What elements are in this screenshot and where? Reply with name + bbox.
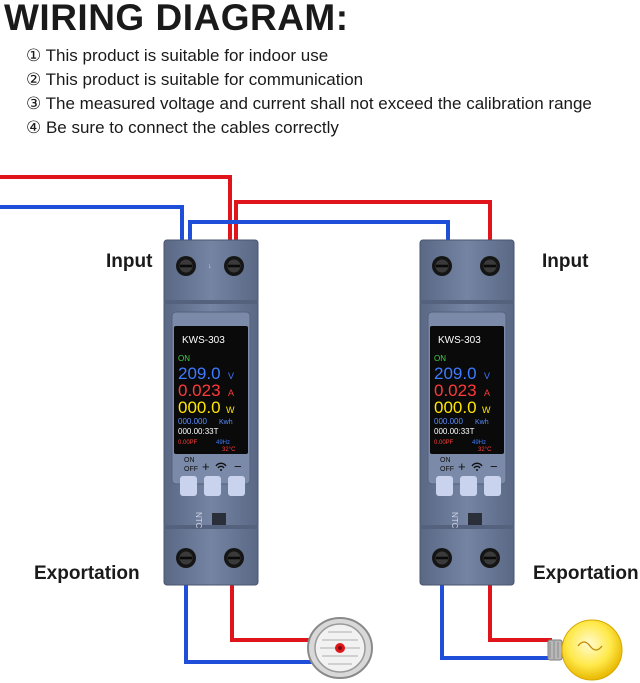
meter-current-unit: A — [484, 388, 490, 398]
btn-minus-label: − — [490, 459, 498, 474]
meter-energy-unit: Kwh — [475, 419, 489, 426]
meter-temp: 32°C — [478, 447, 492, 453]
ntc-label: NTC — [194, 512, 203, 529]
meter-freq: 49Hz — [216, 440, 230, 446]
energy-meter-right: KWS-303 ON 209.0 V 0.023 A 000.0 W 000.0… — [419, 239, 515, 586]
neutral-wire-output-right — [440, 560, 552, 660]
btn-plus-label: + — [458, 459, 466, 474]
meter-energy-unit: Kwh — [219, 419, 233, 426]
meter-model-label: KWS-303 — [438, 335, 481, 346]
svg-text:↓: ↓ — [208, 263, 212, 270]
live-wire-supply — [0, 175, 232, 265]
energy-meter-left: ↓ KWS-303 ON 209.0 V 0.023 A 000.0 W 000… — [163, 239, 259, 586]
note-item: ③ The measured voltage and current shall… — [26, 94, 592, 113]
meter-time: 000.00:33T — [178, 427, 219, 436]
meter-status: ON — [178, 354, 190, 363]
meter-button-left — [180, 476, 197, 496]
meter-freq: 49Hz — [472, 440, 486, 446]
meter-status: ON — [434, 354, 446, 363]
live-wire-output-left — [230, 560, 318, 642]
meter-current: 0.023 — [178, 381, 221, 400]
meter-power: 000.0 — [434, 398, 477, 417]
meter-button-right — [484, 476, 501, 496]
meter-button-left — [436, 476, 453, 496]
meter-button-right — [228, 476, 245, 496]
meter-current-unit: A — [228, 388, 234, 398]
meter-power-unit: W — [226, 405, 235, 415]
meter-pf: 0.00PF — [434, 440, 454, 446]
meter-current: 0.023 — [434, 381, 477, 400]
meter-energy: 000.000 — [434, 417, 463, 426]
btn-on-label: ON — [184, 457, 195, 464]
meter-pf: 0.00PF — [178, 440, 198, 446]
btn-minus-label: − — [234, 459, 242, 474]
input-label-left: Input — [106, 251, 153, 272]
meter-power-unit: W — [482, 405, 491, 415]
exportation-label-left: Exportation — [34, 563, 140, 584]
light-bulb-icon — [547, 619, 623, 681]
ntc-label: NTC — [450, 512, 459, 529]
neutral-wire-supply — [0, 205, 184, 265]
meter-time: 000.00:33T — [434, 427, 475, 436]
neutral-wire-output-left — [184, 560, 318, 664]
live-wire-jumper — [234, 200, 492, 265]
wifi-icon — [215, 462, 227, 469]
note-item: ① This product is suitable for indoor us… — [26, 46, 329, 65]
input-label-right: Input — [542, 251, 589, 272]
wifi-icon — [471, 462, 483, 469]
meter-temp: 32°C — [222, 447, 236, 453]
btn-on-label: ON — [440, 457, 451, 464]
note-item: ④ Be sure to connect the cables correctl… — [26, 118, 339, 137]
meter-button-middle — [460, 476, 477, 496]
meter-button-middle — [204, 476, 221, 496]
meter-energy: 000.000 — [178, 417, 207, 426]
btn-off-label: OFF — [184, 466, 198, 473]
meter-voltage: 209.0 — [434, 364, 477, 383]
exhaust-fan-icon — [307, 617, 373, 679]
output-wires — [184, 560, 552, 664]
notes-list: ① This product is suitable for indoor us… — [26, 44, 592, 140]
meter-model-label: KWS-303 — [182, 335, 225, 346]
btn-off-label: OFF — [440, 466, 454, 473]
meter-voltage-unit: V — [484, 371, 490, 381]
live-wire-output-right — [488, 560, 552, 642]
meter-voltage-unit: V — [228, 371, 234, 381]
diagram-title: WIRING DIAGRAM: — [4, 0, 349, 38]
exportation-label-right: Exportation — [533, 563, 639, 584]
note-item: ② This product is suitable for communica… — [26, 70, 364, 89]
meter-voltage: 209.0 — [178, 364, 221, 383]
meter-power: 000.0 — [178, 398, 221, 417]
btn-plus-label: + — [202, 459, 210, 474]
